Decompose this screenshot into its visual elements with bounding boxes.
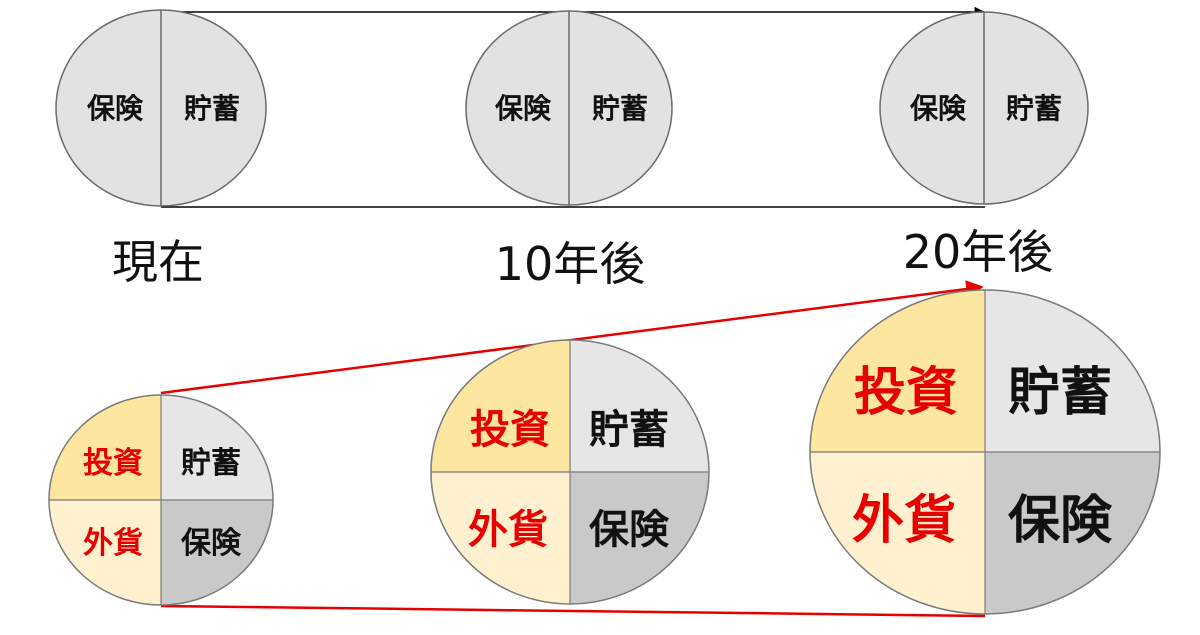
quad-investment-20: 投資 [854,363,958,423]
quad-savings-20: 貯蓄 [1008,363,1112,423]
growth-line-bottom [160,604,986,618]
quad-insurance-20: 保険 [1008,491,1113,551]
pie-20-years: 投資 貯蓄 外貨 保険 [809,289,1161,615]
label-insurance-20: 保険 [910,92,967,125]
label-savings-10: 貯蓄 [592,92,648,125]
pie-10-years: 投資 貯蓄 外貨 保険 [430,339,710,605]
time-label-now: 現在 [112,235,204,289]
quad-foreign-20: 外貨 [852,491,956,551]
quad-investment-now: 投資 [83,446,143,481]
quad-investment-10: 投資 [470,407,550,453]
time-label-20-years: 20年後 [903,225,1054,279]
quad-insurance-10: 保険 [589,507,670,553]
circle-now: 保険 貯蓄 [55,9,267,207]
quad-savings-now: 貯蓄 [181,446,241,481]
quad-foreign-10: 外貨 [468,507,548,553]
quad-savings-10: 貯蓄 [589,407,669,453]
label-insurance-10: 保険 [495,92,552,125]
circle-10-years: 保険 貯蓄 [465,10,673,206]
label-savings-now: 貯蓄 [184,92,240,125]
label-insurance-now: 保険 [87,92,144,125]
quad-foreign-now: 外貨 [83,526,143,561]
pie-now: 投資 貯蓄 外貨 保険 [48,394,274,606]
label-savings-20: 貯蓄 [1006,92,1062,125]
time-label-10-years: 10年後 [495,237,646,291]
quad-insurance-now: 保険 [181,526,242,561]
circle-20-years: 保険 貯蓄 [879,11,1089,205]
